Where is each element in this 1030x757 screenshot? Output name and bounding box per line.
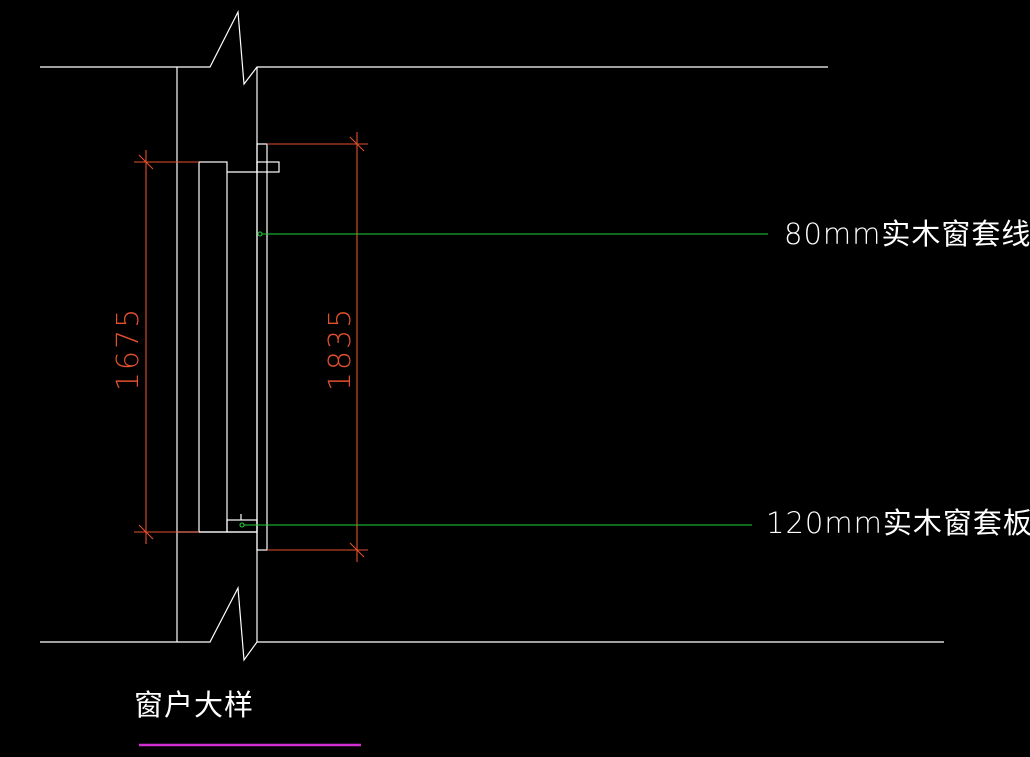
casing-board-head xyxy=(256,161,280,173)
drawing-title: 窗户大样 xyxy=(134,688,254,722)
casing-board-sill xyxy=(226,519,258,533)
dim-1675-text: 1675 xyxy=(111,307,146,391)
dim-1835-tick-top xyxy=(349,136,365,152)
label-casing-line: 80mm实木窗套线 xyxy=(784,217,1030,251)
dim-1675-tick-bottom xyxy=(138,524,154,540)
leader-dot xyxy=(257,231,263,237)
leader-casing-line: 80mm实木窗套线 xyxy=(257,217,1030,251)
dimension-1835: 1835 xyxy=(267,132,368,562)
wall-outline xyxy=(40,9,944,662)
dim-1835-tick-bottom xyxy=(349,542,365,558)
casing-line-profile xyxy=(256,143,268,551)
bottom-wall-line xyxy=(40,585,944,662)
dim-1835-text: 1835 xyxy=(323,307,358,391)
leader-dot xyxy=(239,522,245,528)
label-casing-board: 120mm实木窗套板 xyxy=(766,506,1030,540)
leader-casing-board: 120mm实木窗套板 xyxy=(239,506,1030,540)
drawing-title-block: 窗户大样 xyxy=(134,688,361,747)
window-frame xyxy=(198,161,228,533)
top-wall-line xyxy=(40,9,828,86)
dimension-1675: 1675 xyxy=(111,150,199,544)
window-assembly xyxy=(177,143,280,551)
dim-1675-tick-top xyxy=(138,154,154,170)
